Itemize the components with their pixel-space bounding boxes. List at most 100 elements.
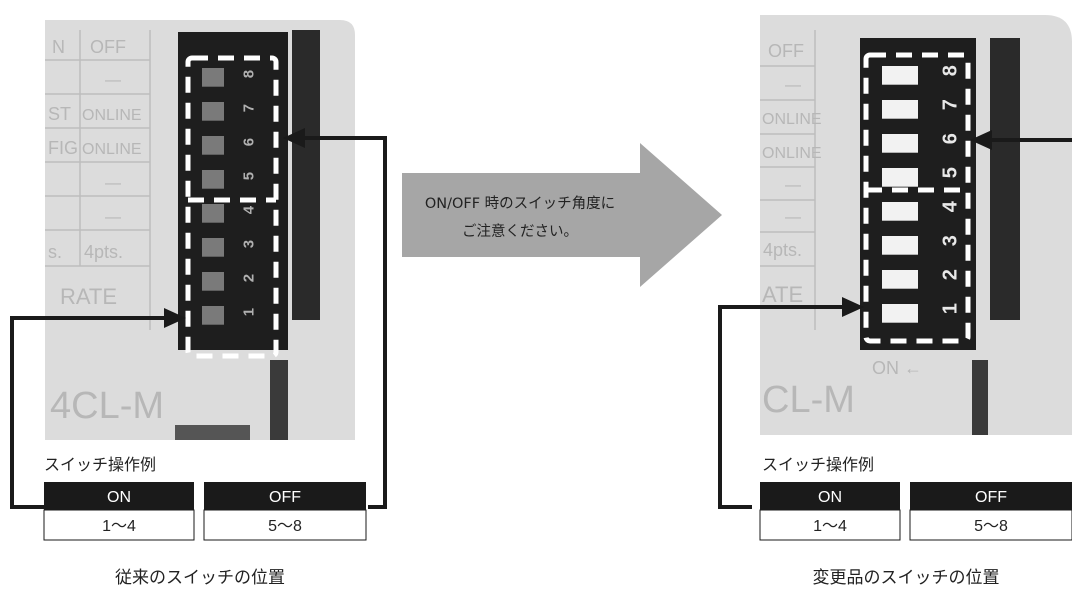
right-switch-example: スイッチ操作例 ON OFF 1～4 5～8 変更品のスイッチの位置 [759,455,1072,588]
right-switch-number-6: 6 [940,133,962,144]
center-arrow: ON/OFF 時のスイッチ角度に ご注意ください。 [402,143,722,287]
right-switch-number-8: 8 [940,65,962,76]
left-switch-number-3: 3 [241,240,258,248]
left-example-title: スイッチ操作例 [44,455,156,474]
right-off-header-label: OFF [975,489,1007,506]
right-panel-r6: — [785,209,801,226]
left-panel-r1a: N [52,37,65,57]
right-switch-lever-6 [882,134,918,153]
left-bottom-part [175,425,250,440]
right-panel-r2: — [785,77,801,94]
right-switch-lever-3 [882,236,918,255]
left-switch-lever-7 [202,102,224,121]
right-label-grid [760,30,816,330]
right-dip-switch-body [860,38,976,350]
left-off-header-label: OFF [269,489,301,506]
right-panel-r8: ATE [762,282,803,307]
left-switch-lever-1 [202,306,224,325]
center-note-line2: ご注意ください。 [462,222,578,240]
left-off-value: 5～8 [268,518,302,535]
left-caption: 従来のスイッチの位置 [115,568,285,588]
left-panel-r3b: ONLINE [82,107,142,124]
left-switch-levers: 8 7 6 5 4 3 2 1 [202,68,258,325]
right-panel-r7: 4pts. [763,240,802,260]
big-right-arrow-shape [402,143,722,287]
left-panel-r4a: FIG [48,138,78,158]
left-panel-r5b: — [105,175,121,192]
left-on-header-label: ON [107,489,131,506]
left-panel-r1b: OFF [90,37,126,57]
right-example-title: スイッチ操作例 [762,455,874,474]
left-connector-strip [292,30,320,320]
left-switch-number-2: 2 [241,274,258,282]
right-dashed-highlight [863,52,971,344]
left-switch-lever-4 [202,204,224,223]
left-switch-number-5: 5 [241,172,258,180]
right-switch-lever-5 [882,168,918,187]
right-panel-r5: — [785,177,801,194]
right-panel-r3: ONLINE [762,111,822,128]
right-on-pointer-arrowhead [842,297,864,317]
right-switch-number-5: 5 [940,167,962,178]
left-switch-number-4: 4 [241,205,258,214]
left-dashed-highlight [185,55,279,359]
left-switch-lever-6 [202,136,224,155]
left-switch-number-7: 7 [241,104,258,112]
left-panel-r6b: — [105,209,121,226]
right-off-pointer-arrowhead [970,130,992,150]
left-panel-r4b: ONLINE [82,141,142,158]
right-switch-number-7: 7 [940,99,962,110]
left-label-grid [45,30,151,330]
right-switch-lever-2 [882,270,918,289]
left-panel-r7b: 4pts. [84,242,123,262]
right-switch-lever-4 [882,202,918,221]
left-on-header [44,482,194,510]
left-pointer-lines [10,128,387,509]
left-on-value: 1～4 [102,518,136,535]
right-switch-lever-7 [882,100,918,119]
left-switch-lever-2 [202,272,224,291]
right-switch-number-4: 4 [940,200,962,212]
right-panel-r4: ONLINE [762,145,822,162]
left-switch-example: スイッチ操作例 ON OFF 1～4 5～8 従来のスイッチの位置 [43,455,367,588]
left-on-value-cell [43,509,195,541]
center-note-line1: ON/OFF 時のスイッチ角度に [425,195,615,212]
left-switch-lever-3 [202,238,224,257]
left-switch-lever-5 [202,170,224,189]
left-panel-r3a: ST [48,104,71,124]
right-off-value: 5～8 [974,518,1008,535]
right-on-value: 1～4 [813,518,847,535]
left-switch-number-1: 1 [241,308,258,316]
right-device-photo: OFF — ONLINE ONLINE — — 4pts. ATE CL-M O… [760,15,1072,435]
left-panel-r7a: s. [48,242,62,262]
left-on-pointer-arrowhead [164,308,186,328]
left-switch-number-8: 8 [241,70,258,78]
right-switch-lever-1 [882,304,918,323]
right-lower-bracket [972,360,988,435]
left-device-photo: N OFF — ST ONLINE FIG ONLINE — — s. 4pts… [45,20,355,440]
left-off-pointer-arrowhead [283,128,305,148]
left-lower-bracket [270,360,288,440]
right-on-value-cell [759,509,901,541]
right-off-value-cell [909,509,1072,541]
right-pointer-lines [718,130,1072,509]
left-off-value-cell [203,509,367,541]
right-panel-model: CL-M [762,379,855,421]
right-on-header [760,482,900,510]
left-panel-r8: RATE [60,284,117,309]
left-panel-r2b: — [105,72,121,89]
right-caption: 変更品のスイッチの位置 [813,568,1000,588]
right-on-header-label: ON [818,489,842,506]
left-switch-number-6: 6 [241,138,258,146]
right-switch-number-2: 2 [940,269,962,280]
right-on-mark: ON ← [872,358,922,378]
right-switch-number-3: 3 [940,235,962,246]
right-switch-lever-8 [882,66,918,85]
right-connector-strip [990,38,1020,320]
left-switch-lever-8 [202,68,224,87]
right-switch-number-1: 1 [940,303,962,314]
left-off-header [204,482,366,510]
left-panel-model: 4CL-M [50,385,164,427]
right-panel-r1: OFF [768,41,804,61]
